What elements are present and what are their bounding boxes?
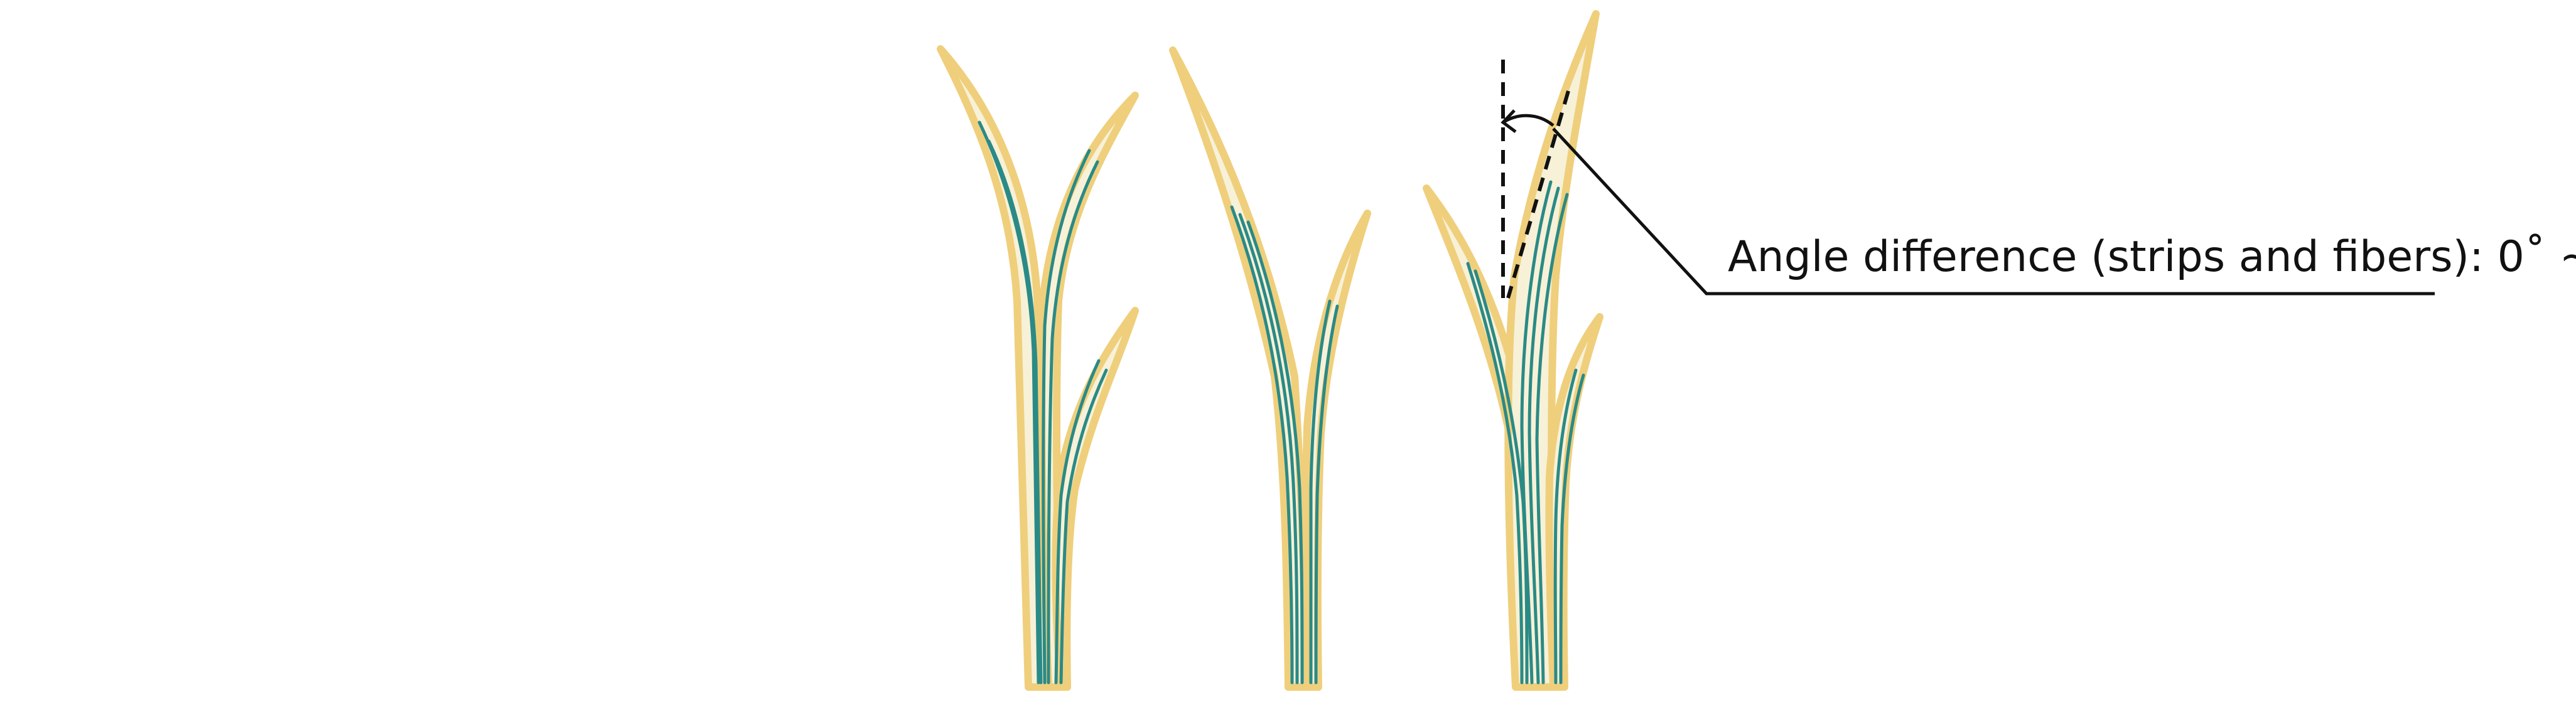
angle-arc: [1502, 114, 1555, 127]
strip-2-fibers: [1230, 205, 1339, 685]
strip-cluster-3: [1423, 10, 1603, 691]
strip-1-upper-blade: [1038, 92, 1139, 691]
leader-line: [1552, 127, 2435, 296]
strip-1-fibers: [978, 120, 1108, 685]
strip-cluster-2: [1169, 46, 1371, 691]
strip-direction-line: [1506, 90, 1570, 299]
strip-3-fibers: [1466, 180, 1585, 685]
strip-cluster-1: [937, 45, 1139, 691]
angle-label: Angle difference (strips and fibers): 0˚…: [1728, 232, 2576, 282]
angle-annotation: Angle difference (strips and fibers): 0˚…: [1501, 60, 2576, 299]
angle-arrowhead: [1501, 109, 1517, 133]
